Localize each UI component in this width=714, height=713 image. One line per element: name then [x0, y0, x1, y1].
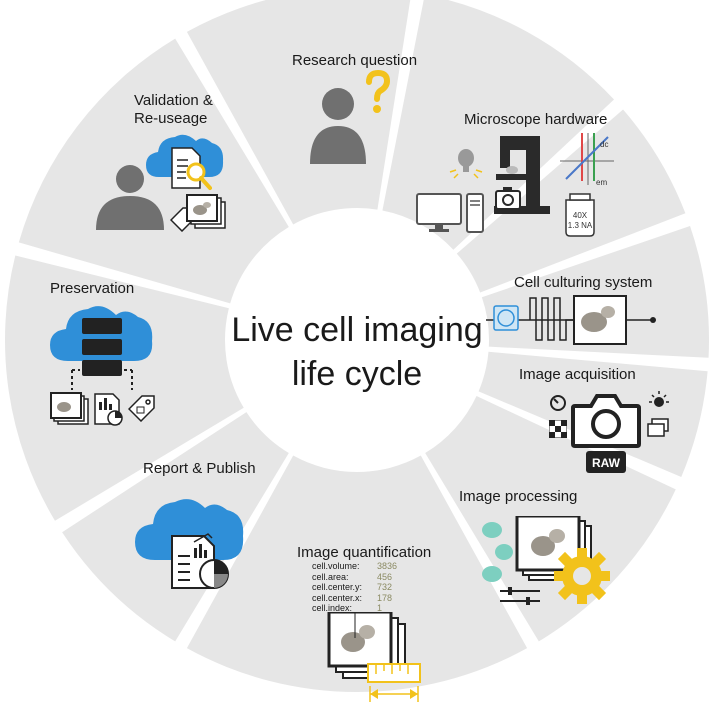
person-icon: [310, 88, 366, 164]
objective-icon: 40X 1.3 NA: [565, 193, 595, 237]
segment-image-quantification: [186, 455, 528, 693]
label-image-processing: Image processing: [459, 488, 578, 505]
image-stack-icon: [327, 612, 406, 679]
table-key: cell.area:: [312, 571, 349, 582]
table-value: 178: [377, 592, 393, 603]
lamp-icon: [449, 149, 483, 179]
center-title-line1: Live cell imaging: [231, 311, 483, 349]
label-cell-culturing: Cell culturing system: [514, 274, 653, 291]
center-title: Live cell imaging life cycle: [207, 308, 507, 396]
checkerboard-icon: [549, 420, 567, 438]
spectrum-em-label: em: [596, 178, 607, 187]
center-title-line2: life cycle: [291, 355, 423, 393]
raw-label: RAW: [592, 456, 621, 470]
connector-lines: [71, 369, 133, 390]
tag-icon: [128, 395, 155, 422]
table-row: cell.center.y: 732: [312, 582, 397, 593]
label-validation-line1: Validation &: [134, 92, 213, 109]
table-key: cell.index:: [312, 603, 353, 614]
table-row: cell.area: 456: [312, 572, 397, 583]
spectrum-dc-label: dc: [600, 140, 608, 149]
table-value: 732: [377, 582, 393, 593]
image-stack-icon: [186, 194, 226, 229]
table-key: cell.center.x:: [312, 592, 363, 603]
label-image-quantification: Image quantification: [297, 544, 432, 561]
label-image-acquisition: Image acquisition: [519, 366, 636, 383]
label-validation-line2: Re-useage: [134, 110, 208, 127]
timer-icon: [550, 395, 566, 411]
table-row: cell.volume: 3836: [312, 561, 397, 572]
spectrum-icon: dc em: [560, 133, 614, 187]
objective-na-label: 1.3 NA: [568, 221, 593, 230]
segment-image-acquisition: [481, 225, 710, 358]
table-key: cell.center.y:: [312, 582, 363, 593]
document-search-icon: [171, 147, 212, 190]
label-report-publish: Report & Publish: [143, 460, 256, 477]
camera-icon: [571, 394, 641, 448]
brightness-icon: [649, 391, 669, 407]
image-stack-icon: [50, 392, 89, 425]
label-research-question: Research question: [292, 52, 418, 69]
cloud-icon: [135, 499, 244, 560]
center-hub: [231, 214, 483, 466]
stack-icon: [647, 418, 669, 437]
label-microscope-hardware: Microscope hardware: [464, 111, 608, 128]
document-chart-icon: [171, 533, 229, 589]
gear-icon: [554, 548, 610, 604]
table-row: cell.index: 1: [312, 603, 397, 614]
table-key: cell.volume:: [312, 561, 360, 571]
objective-mag-label: 40X: [573, 211, 588, 220]
question-mark-icon: [366, 70, 391, 113]
cells-icon: [482, 522, 513, 582]
table-value: 456: [377, 571, 393, 582]
segment-microscope-hardware: [382, 0, 615, 250]
sliders-icon: [500, 587, 540, 605]
person-icon: [96, 165, 164, 230]
camera-icon: [495, 187, 521, 210]
database-icon: [82, 318, 122, 376]
ruler-icon: [367, 663, 421, 702]
table-row: cell.center.x: 178: [312, 593, 397, 604]
quantification-table: cell.volume: 3836 cell.area: 456 cell.cent…: [312, 561, 397, 614]
segment-research-question: [186, 0, 411, 225]
label-preservation: Preservation: [50, 280, 135, 297]
microscope-icon: [494, 136, 550, 214]
culture-system-icon: [486, 295, 656, 345]
monitor-icon: [416, 193, 484, 233]
table-value: 3836: [377, 561, 398, 571]
raw-badge: RAW: [586, 451, 626, 473]
table-value: 1: [377, 603, 383, 614]
document-chart-icon: [94, 393, 123, 426]
segment-preservation: [4, 255, 244, 521]
